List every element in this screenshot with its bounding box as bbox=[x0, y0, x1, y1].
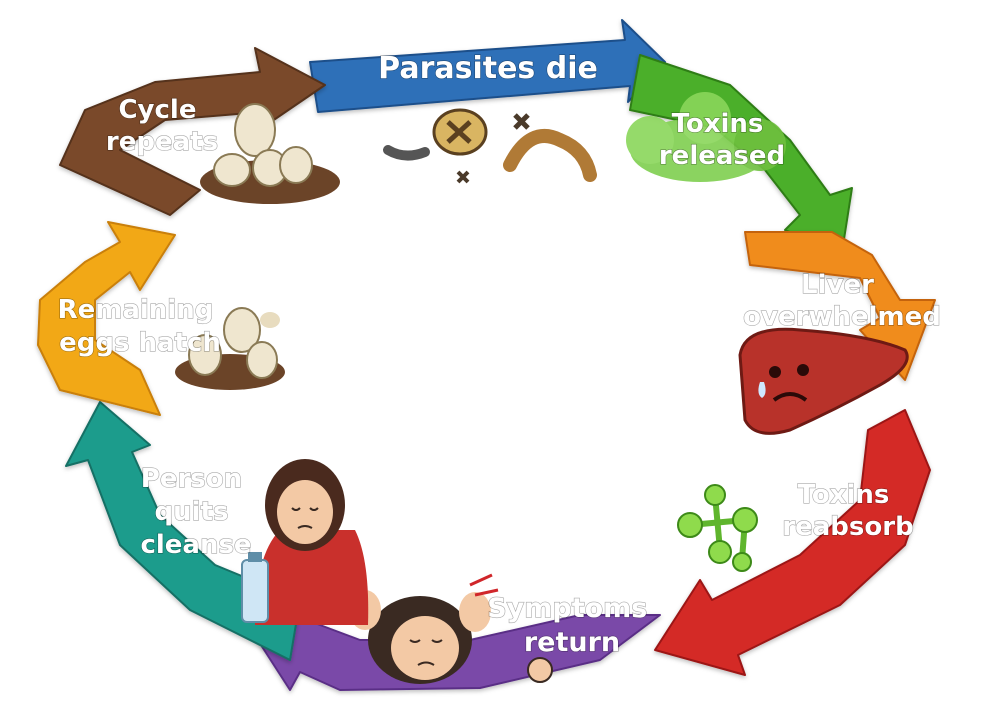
tired-person-icon bbox=[241, 459, 369, 625]
headache-person-icon bbox=[349, 573, 553, 684]
step-label-toxins-reabsorb: Toxins reabsorb bbox=[782, 480, 913, 542]
arrow-cycle-repeats bbox=[59, 47, 326, 216]
sad-liver-icon bbox=[738, 327, 909, 435]
hatching-eggs-icon bbox=[175, 307, 285, 390]
step-label-toxins-released: Toxins released bbox=[659, 109, 785, 171]
illustrations bbox=[175, 92, 909, 684]
step-label-symptoms-return: Symptoms return bbox=[487, 593, 657, 658]
arrow-toxins-reabsorb bbox=[654, 409, 931, 676]
step-label-parasites-die: Parasites die bbox=[378, 51, 598, 86]
eggs-icon bbox=[200, 103, 340, 204]
step-labels: Parasites die Toxins released Liver over… bbox=[57, 50, 941, 658]
step-label-person-quits-cleanse: Person quits cleanse bbox=[140, 464, 251, 560]
arrow-remaining-eggs bbox=[37, 221, 176, 416]
step-label-remaining-eggs-hatch: Remaining eggs hatch bbox=[58, 295, 223, 358]
step-label-liver-overwhelmed: Liver overwhelmed bbox=[743, 270, 941, 332]
molecule-icon bbox=[677, 484, 758, 572]
dead-parasites-icon bbox=[383, 108, 597, 184]
step-label-cycle-repeats: Cycle repeats bbox=[106, 95, 218, 157]
toxic-cloud-icon bbox=[626, 92, 786, 182]
